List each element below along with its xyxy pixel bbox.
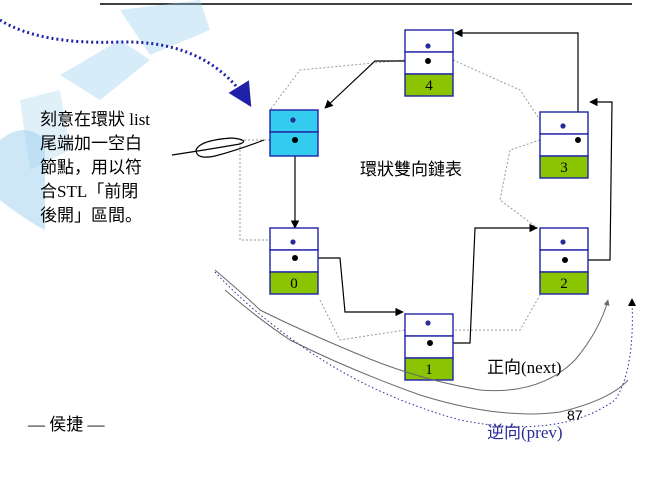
- watermark: [0, 0, 210, 230]
- page-number: 87: [567, 407, 583, 423]
- empty-end-node: [269, 109, 319, 157]
- node-2: 2: [539, 227, 589, 295]
- next-pointer-dot: [292, 137, 298, 143]
- diagram-title: 環狀雙向鏈表: [360, 160, 462, 179]
- node-value: 4: [425, 78, 433, 94]
- annotation-line-2: 尾端加一空白: [40, 134, 142, 153]
- backward-label: 逆向(prev): [487, 423, 563, 442]
- prev-pointer-dot: [560, 239, 566, 245]
- prev-pointer-dot: [290, 117, 296, 123]
- node-4: 4: [404, 29, 454, 97]
- backward-arrowhead: [628, 298, 636, 306]
- next-pointer-dot: [292, 255, 298, 261]
- prev-pointer-dot: [560, 123, 566, 129]
- annotation-line-3: 節點，用以符: [40, 158, 142, 177]
- annotation-line-4: 合STL「前閉: [40, 182, 138, 201]
- next-pointer-dot: [575, 137, 581, 143]
- prev-pointer-dot: [425, 43, 431, 49]
- ring-dotted-links: [239, 59, 541, 341]
- node-value: 2: [560, 276, 568, 292]
- prev-pointer-dot: [425, 320, 431, 326]
- prev-pointer-dot: [290, 239, 296, 245]
- node-value: 0: [290, 276, 298, 292]
- annotation-text: 刻意在環狀 list 尾端加一空白 節點，用以符 合STL「前閉 後開」區間。: [40, 110, 150, 225]
- next-pointer-dot: [427, 340, 433, 346]
- next-pointer-dot: [562, 257, 568, 263]
- forward-label: 正向(next): [487, 358, 562, 377]
- author-signature: — 侯捷 —: [27, 415, 105, 434]
- annotation-connector: [171, 137, 265, 158]
- next-pointer-dot: [425, 58, 431, 64]
- node-value: 1: [425, 362, 433, 378]
- node-1: 1: [404, 313, 454, 381]
- node-value: 3: [560, 160, 568, 176]
- direction-waves: [214, 269, 636, 428]
- node-0: 0: [269, 227, 319, 295]
- annotation-line-1: 刻意在環狀 list: [40, 110, 150, 129]
- node-3: 3: [539, 111, 589, 179]
- annotation-line-5: 後開」區間。: [40, 206, 142, 225]
